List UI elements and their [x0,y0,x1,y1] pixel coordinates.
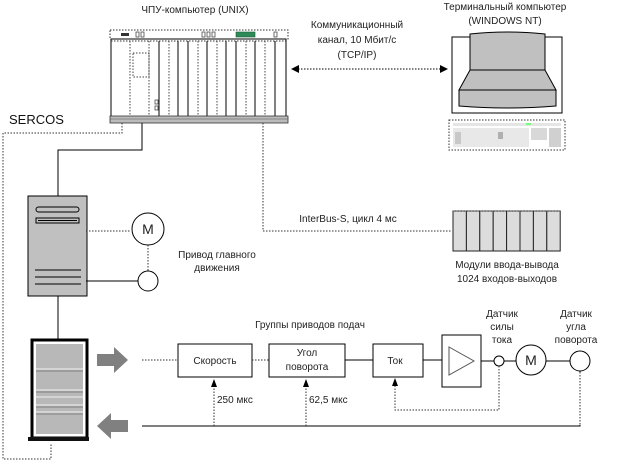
status-led [235,31,256,38]
spindle-label-line1: Привод главного [178,250,256,261]
feedback-bus-line [142,371,581,427]
rack-to-spindle-drive-line [57,123,143,197]
io-module-slot [506,210,521,252]
current-sensor-icon [493,355,505,367]
interbus-line [262,123,451,232]
spindle-drive-unit [27,195,88,297]
amplifier-triangle-icon [448,346,476,376]
amplifier-block [441,334,482,388]
io-module-slot [519,210,534,252]
sercos-label: SERCOS [9,112,64,127]
current-controller-block [372,343,424,378]
speed-controller-block [177,343,253,378]
angle-block-label-line1: Угол [297,348,318,359]
feed-motor-icon [515,344,547,376]
io-module-slot [532,210,548,252]
terminal-computer-icon [451,31,563,114]
cnc-computer-title: ЧПУ-компьютер (UNIX) [141,5,248,16]
io-module-slot [546,210,561,252]
io-modules-label-line1: Модули ввода-вывода [455,260,559,271]
feed-motor-symbol: M [525,352,537,368]
io-module-slot [492,210,508,252]
speed-block-label: Скорость [193,356,236,367]
feed-drives-cabinet [28,338,89,441]
angle-sensor-label-line3: поворота [555,335,598,346]
angle-controller-block [268,343,346,378]
cnc-computer-rack [109,29,289,124]
io-modules-label-line2: 1024 входов-выходов [457,274,557,285]
angle-sensor-icon [569,350,591,372]
channel-label-line3: (TCP/IP) [338,50,377,61]
interbus-label: InterBus-S, цикл 4 мс [299,214,396,225]
current-sensor-label-line3: тока [492,335,513,346]
spindle-label-line2: движения [194,263,240,274]
angle-block-label-line2: поворота [286,362,329,373]
io-module-slot [465,210,481,252]
angle-sensor-label-line1: Датчик [560,309,592,320]
rack-slot-indicator [121,33,129,36]
command-out-arrow [97,347,128,373]
io-modules-rack [452,210,561,252]
current-sensor-label-line2: силы [490,322,514,333]
sercos-ring-line [2,123,123,460]
feedback-in-arrow [97,413,128,439]
channel-label-line2: канал, 10 Мбит/с [318,34,397,46]
feed-drives-title: Группы приводов подач [255,320,365,331]
spindle-encoder-icon [137,270,159,292]
keyboard-icon [448,119,566,151]
spindle-motor-symbol: M [142,221,154,237]
current-block-label: Ток [387,356,403,367]
current-sensor-label-line1: Датчик [486,309,518,320]
io-module-slot [479,210,494,252]
speed-timing-label: 250 мкс [217,395,253,406]
current-feedback-line [394,366,500,411]
io-module-slot [452,210,467,252]
terminal-label-line2: (WINDOWS NT) [468,16,541,27]
channel-label-line1: Коммуникационный [311,20,403,31]
angle-timing-label: 62,5 мкс [309,395,348,406]
terminal-label-line1: Терминальный компьютер [444,2,567,13]
angle-sensor-label-line2: угла [566,322,586,333]
